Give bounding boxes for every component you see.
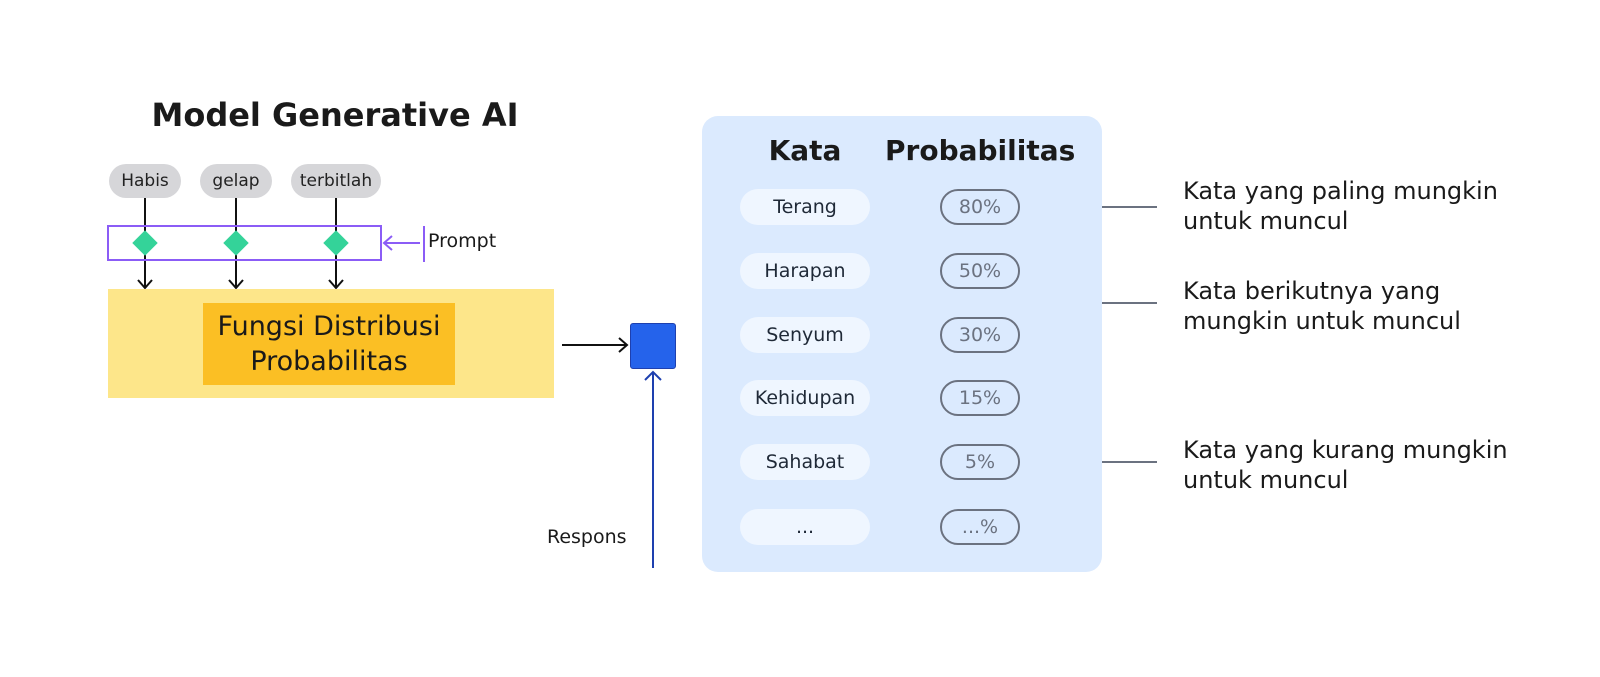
annotation-less-likely: Kata yang kurang mungkin untuk muncul: [1183, 435, 1543, 495]
prob-senyum: 30%: [940, 317, 1020, 353]
word-sahabat: Sahabat: [740, 444, 870, 480]
response-label: Respons: [547, 526, 627, 548]
annotation-next-likely: Kata berikutnya yang mungkin untuk muncu…: [1183, 276, 1543, 336]
diagram-title: Model Generative AI: [151, 96, 519, 134]
word-senyum: Senyum: [740, 317, 870, 353]
prob-kehidupan: 15%: [940, 380, 1020, 416]
word-terang: Terang: [740, 189, 870, 225]
response-node: [630, 323, 676, 369]
annotation-less-likely-line1: Kata yang kurang mungkin: [1183, 436, 1508, 464]
prompt-box: [107, 225, 382, 261]
token-terbitlah: terbitlah: [291, 164, 381, 198]
probability-function-line2: Probabilitas: [250, 346, 408, 377]
annotation-next-likely-line2: mungkin untuk muncul: [1183, 307, 1461, 335]
prob-ellipsis: ...%: [940, 509, 1020, 545]
annotation-next-likely-line1: Kata berikutnya yang: [1183, 277, 1441, 305]
word-ellipsis: ...: [740, 509, 870, 545]
prompt-label: Prompt: [428, 230, 497, 252]
annotation-less-likely-line2: untuk muncul: [1183, 466, 1349, 494]
arrowhead-terbitlah: [328, 279, 344, 290]
annotation-most-likely: Kata yang paling mungkin untuk muncul: [1183, 176, 1543, 236]
word-harapan: Harapan: [740, 253, 870, 289]
token-gelap: gelap: [200, 164, 272, 198]
word-kehidupan: Kehidupan: [740, 380, 870, 416]
prob-terang: 80%: [940, 189, 1020, 225]
probability-function-line1: Fungsi Distribusi: [217, 311, 441, 342]
arrowhead-gelap: [228, 279, 244, 290]
arrowhead-habis: [137, 279, 153, 290]
prob-harapan: 50%: [940, 253, 1020, 289]
annotation-most-likely-line2: untuk muncul: [1183, 207, 1349, 235]
column-header-word: Kata: [768, 134, 842, 167]
prob-sahabat: 5%: [940, 444, 1020, 480]
probability-function-box: Fungsi Distribusi Probabilitas: [203, 303, 455, 385]
column-header-probability: Probabilitas: [885, 134, 1076, 167]
token-habis: Habis: [109, 164, 181, 198]
annotation-most-likely-line1: Kata yang paling mungkin: [1183, 177, 1498, 205]
